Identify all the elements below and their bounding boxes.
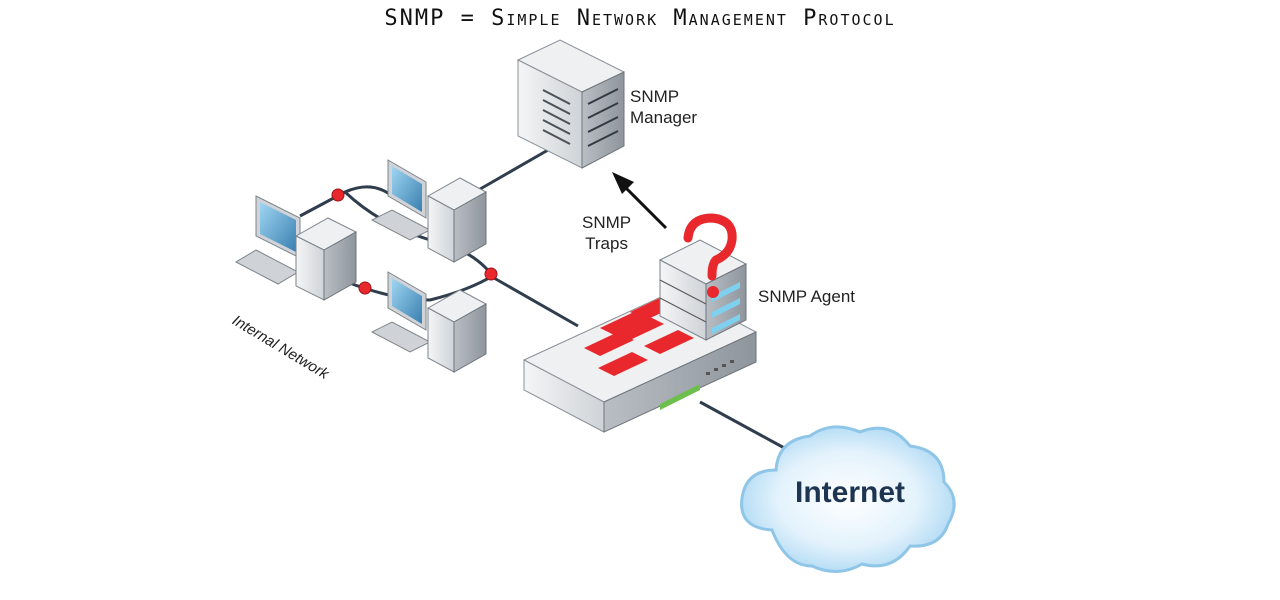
manager-label: SNMP Manager: [630, 86, 697, 128]
junction-dot: [484, 267, 498, 281]
workstation-top: [370, 159, 488, 263]
traps-label-line1: SNMP: [582, 213, 632, 232]
agent-label: SNMP Agent: [758, 287, 856, 306]
manager-label-line1: SNMP: [630, 87, 680, 106]
fortinet-logo: [584, 296, 694, 376]
cloud-icon: [740, 425, 956, 573]
workstation-bottom: [370, 271, 488, 373]
diagram-title: SNMP = Simple Network Management Protoco…: [384, 6, 896, 31]
manager-link: [467, 148, 549, 198]
snmp-agent-module: [658, 239, 748, 341]
junction-dot: [358, 281, 372, 295]
manager-label-line2: Manager: [630, 108, 698, 127]
snmp-manager-server: [516, 39, 626, 169]
traps-arrow-icon: [612, 172, 668, 230]
junction-dot: [331, 188, 345, 202]
workstation-left: [234, 195, 358, 301]
traps-label: SNMP Traps: [582, 212, 631, 254]
junction-dots: [331, 188, 498, 295]
traps-label-line2: Traps: [585, 234, 628, 253]
internet-link: [699, 400, 789, 452]
firewall-link: [493, 276, 579, 328]
internet-label: Internet: [794, 476, 905, 509]
question-mark-icon: [683, 213, 737, 298]
